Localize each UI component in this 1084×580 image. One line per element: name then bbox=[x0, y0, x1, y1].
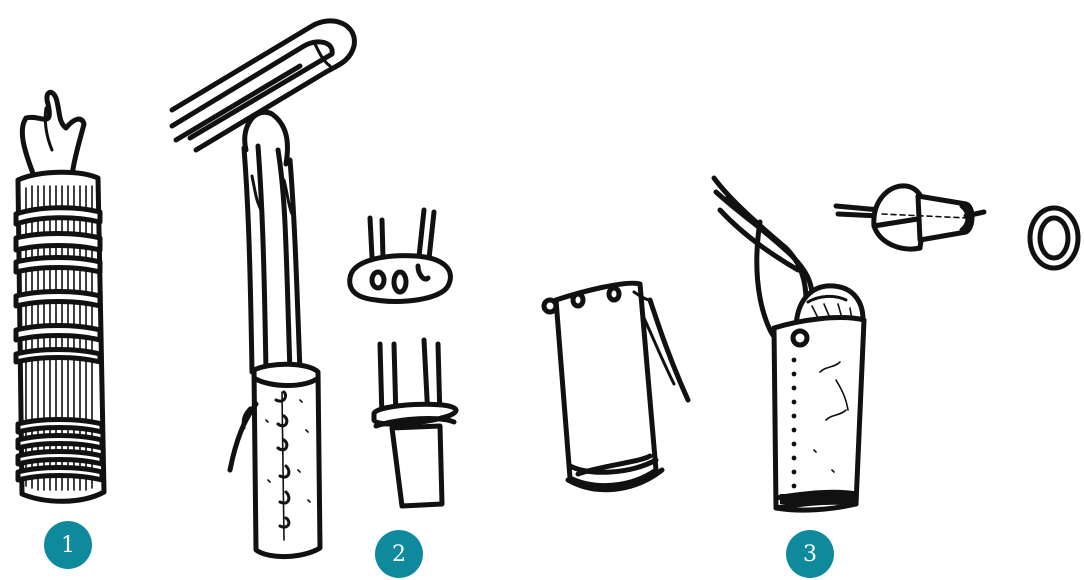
doll-pin-icon bbox=[172, 21, 354, 557]
step-number: 3 bbox=[803, 542, 817, 567]
threaded-bead-icon bbox=[350, 210, 451, 301]
step-badge-3: 3 bbox=[786, 530, 834, 578]
small-ring-icon bbox=[1030, 208, 1078, 268]
cloth-tube-icon bbox=[374, 340, 456, 506]
capped-sleeve-icon bbox=[714, 178, 864, 510]
step-badge-2: 2 bbox=[375, 530, 423, 578]
step-number: 2 bbox=[392, 542, 406, 567]
cap-on-cord-icon bbox=[836, 186, 984, 249]
step-badge-1: 1 bbox=[44, 521, 92, 569]
step-number: 1 bbox=[61, 533, 75, 558]
cloth-piece-icon bbox=[544, 283, 688, 490]
wrapped-bundle-icon bbox=[16, 92, 104, 501]
